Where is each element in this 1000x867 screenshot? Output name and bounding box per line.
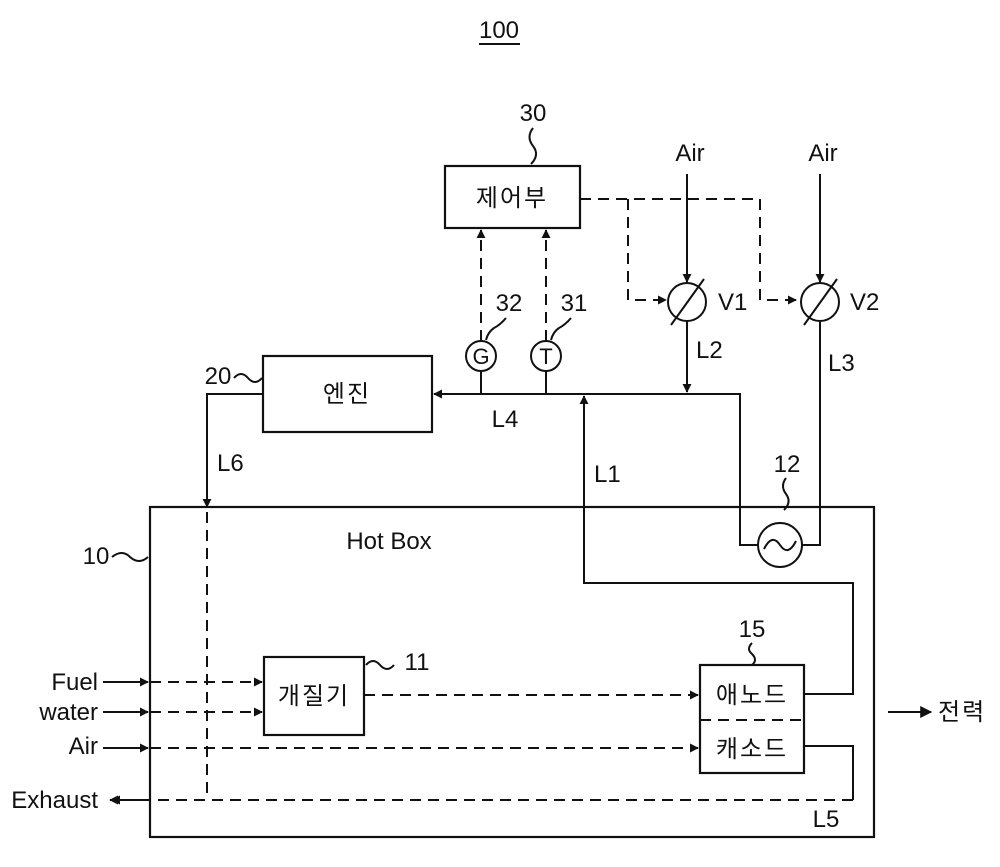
power-output-label: 전력 <box>938 698 986 726</box>
water-input-label: water <box>38 699 98 726</box>
reformer-box <box>262 655 366 737</box>
line-l2-label: L2 <box>696 337 723 364</box>
cathode-label: 캐소드 <box>716 735 788 763</box>
line-l6 <box>202 393 263 508</box>
air-input-label: Air <box>69 733 98 760</box>
control-line-v1 <box>627 199 667 305</box>
air-label-v1: Air <box>675 140 704 167</box>
control-line-v2 <box>580 198 797 305</box>
temperature-sensor-ref: 31 <box>561 290 588 317</box>
temperature-sensor-symbol: T <box>539 344 552 369</box>
line-l4 <box>433 389 758 546</box>
reformer-label: 개질기 <box>278 682 350 710</box>
fuel-input-label: Fuel <box>51 669 98 696</box>
engine-ref: 20 <box>205 363 232 390</box>
reformer-leader <box>365 660 395 670</box>
valve-v1-slash <box>670 278 705 326</box>
hot-box-leader <box>111 552 149 562</box>
controller-box <box>443 164 582 230</box>
line-l1-label: L1 <box>594 461 621 488</box>
gas-sensor-leader <box>485 317 507 341</box>
hot-box-outline <box>148 505 876 839</box>
engine-label: 엔진 <box>323 380 371 408</box>
line-l5-solid <box>804 745 854 800</box>
anode-label: 애노드 <box>716 681 788 709</box>
gas-sensor-ref: 32 <box>496 290 523 317</box>
controller-ref: 30 <box>520 100 547 127</box>
engine-leader <box>233 373 263 383</box>
line-l1 <box>579 395 854 695</box>
temperature-sensor-leader <box>550 317 572 341</box>
gas-sensor-symbol: G <box>472 344 489 369</box>
hot-box-ref: 10 <box>83 543 110 570</box>
line-l4-label: L4 <box>492 406 519 433</box>
cell-ref: 15 <box>739 616 766 643</box>
line-l6-label: L6 <box>217 450 244 477</box>
exhaust-output-label: Exhaust <box>11 787 98 814</box>
valve-v2-slash <box>803 278 838 326</box>
hot-box-label: Hot Box <box>346 528 431 555</box>
valve-v2-label: V2 <box>850 289 879 316</box>
valve-v1-label: V1 <box>718 289 747 316</box>
fuel-cell-box <box>698 663 806 775</box>
controller-label: 제어부 <box>476 184 548 212</box>
line-l5-label: L5 <box>813 806 840 833</box>
controller-leader <box>528 127 537 165</box>
figure-number: 100 <box>479 17 519 44</box>
cell-leader <box>748 642 756 666</box>
heat-exchanger-ref: 12 <box>774 451 801 478</box>
heat-exchanger-leader <box>782 477 790 511</box>
reformer-ref: 11 <box>405 649 430 676</box>
engine-box <box>261 354 434 434</box>
line-l3-label: L3 <box>828 350 855 377</box>
line-l3 <box>802 321 821 546</box>
heat-exchanger-wave <box>763 538 797 552</box>
air-label-v2: Air <box>808 140 837 167</box>
